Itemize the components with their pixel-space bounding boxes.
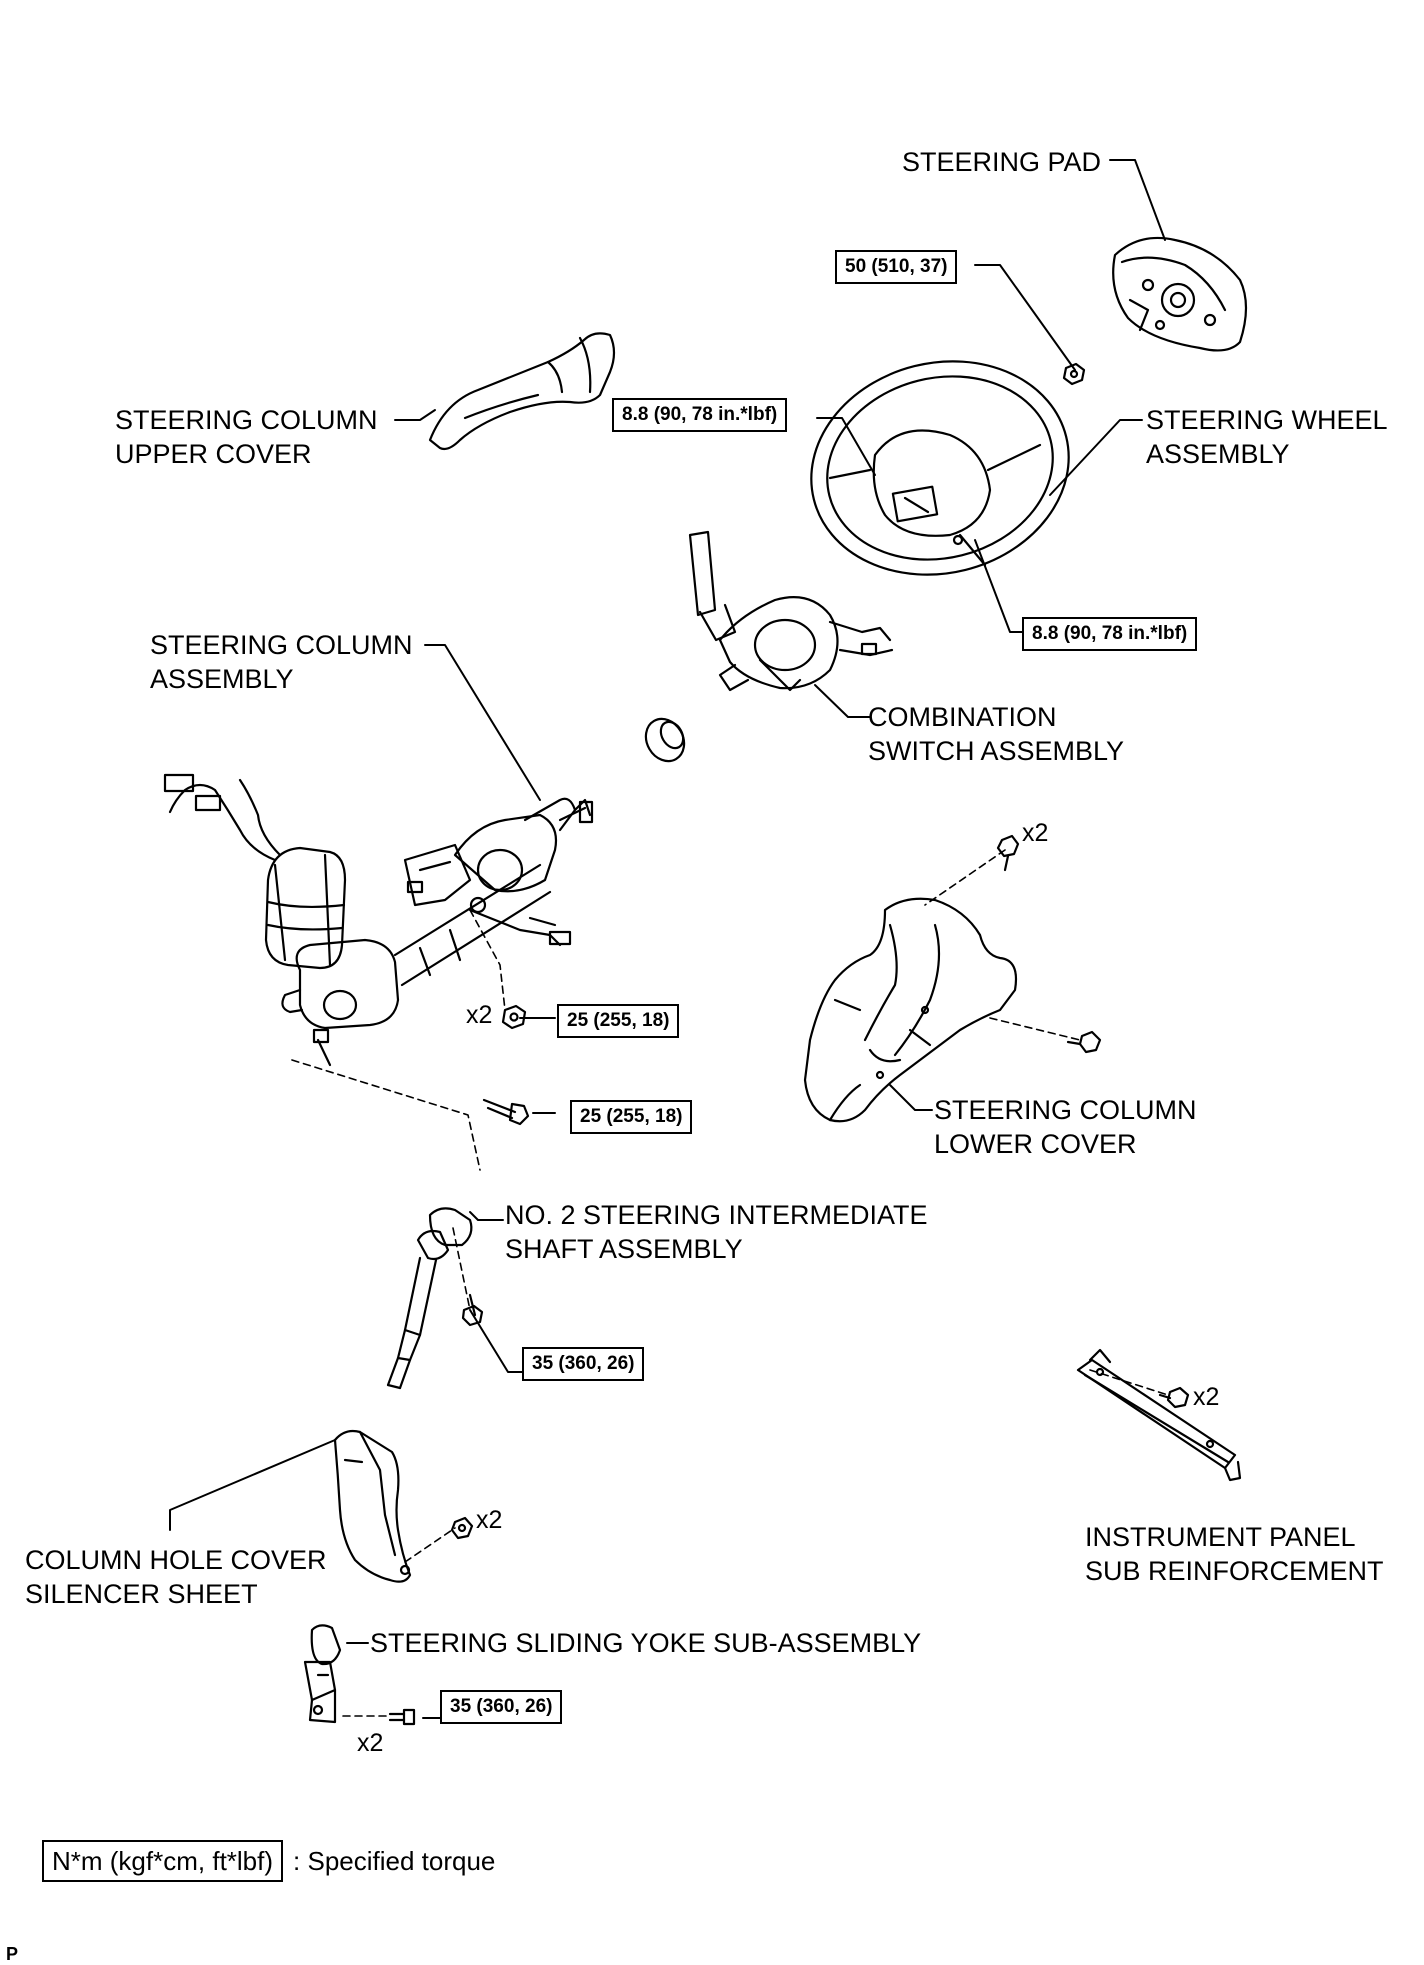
lower-cover-part [803,897,1018,1123]
torque-wheel-nut: 50 (510, 37) [835,250,958,284]
qty-lower-cover-screw: x2 [1022,819,1049,847]
torque-yoke-bolt: 35 (360, 26) [440,1690,563,1724]
label-steering-pad: STEERING PAD [902,147,1102,177]
torque-pad-screw-right: 8.8 (90, 78 in.*lbf) [1022,617,1198,651]
dashed-lines [291,849,1169,1717]
torque-column-nut: 25 (255, 18) [557,1004,680,1038]
silencer-clip-part [450,1516,474,1540]
qty-column-nut: x2 [466,1001,493,1029]
sliding-yoke-part [303,1624,342,1724]
label-column-assembly: STEERING COLUMN ASSEMBLY [150,630,413,694]
qty-hole-cover-clip: x2 [476,1506,503,1534]
panel-bolt-part [1158,1386,1190,1409]
torque-column-bolt: 25 (255, 18) [570,1100,693,1134]
legend-text: : Specified torque [293,1845,496,1876]
yoke-bolt-part [388,1708,416,1726]
shaft-bolt-part [461,1293,484,1327]
wheel-nut-part [1062,362,1086,386]
legend: N*m (kgf*cm, ft*lbf) : Specified torque [42,1840,495,1882]
combination-switch-part [688,530,894,692]
spiral-cable-part [644,717,686,763]
panel-reinforcement-part [1076,1348,1242,1482]
legend-torque-box: N*m (kgf*cm, ft*lbf) [42,1840,284,1882]
label-sliding-yoke: STEERING SLIDING YOKE SUB-ASSEMBLY [370,1628,922,1658]
label-upper-cover: STEERING COLUMN UPPER COVER [115,405,378,469]
label-steering-wheel: STEERING WHEEL ASSEMBLY [1146,405,1388,469]
column-bolt-part [482,1098,530,1126]
steering-pad-part [1112,236,1248,352]
corner-mark: P [6,1944,19,1964]
steering-column-part [163,773,594,1067]
label-intermediate-shaft: NO. 2 STEERING INTERMEDIATE SHAFT ASSEMB… [505,1200,928,1264]
torque-shaft-bolt: 35 (360, 26) [522,1347,645,1381]
qty-panel-bolt: x2 [1193,1383,1220,1411]
label-panel-reinforcement: INSTRUMENT PANEL SUB REINFORCEMENT [1085,1522,1384,1586]
silencer-sheet-part [333,1429,412,1583]
torque-pad-screw-left: 8.8 (90, 78 in.*lbf) [612,398,788,432]
label-combination-switch: COMBINATION SWITCH ASSEMBLY [868,702,1125,766]
leader-lines [169,159,1166,1719]
upper-cover-part [428,332,616,451]
steering-wheel-part [810,360,1070,576]
label-lower-cover: STEERING COLUMN LOWER COVER [934,1095,1197,1159]
column-nut-part [501,1004,527,1030]
label-hole-cover: COLUMN HOLE COVER SILENCER SHEET [25,1545,327,1609]
qty-yoke-bolt: x2 [357,1729,384,1757]
intermediate-shaft-part [386,1207,473,1390]
lower-cover-screw-part [996,834,1102,1054]
